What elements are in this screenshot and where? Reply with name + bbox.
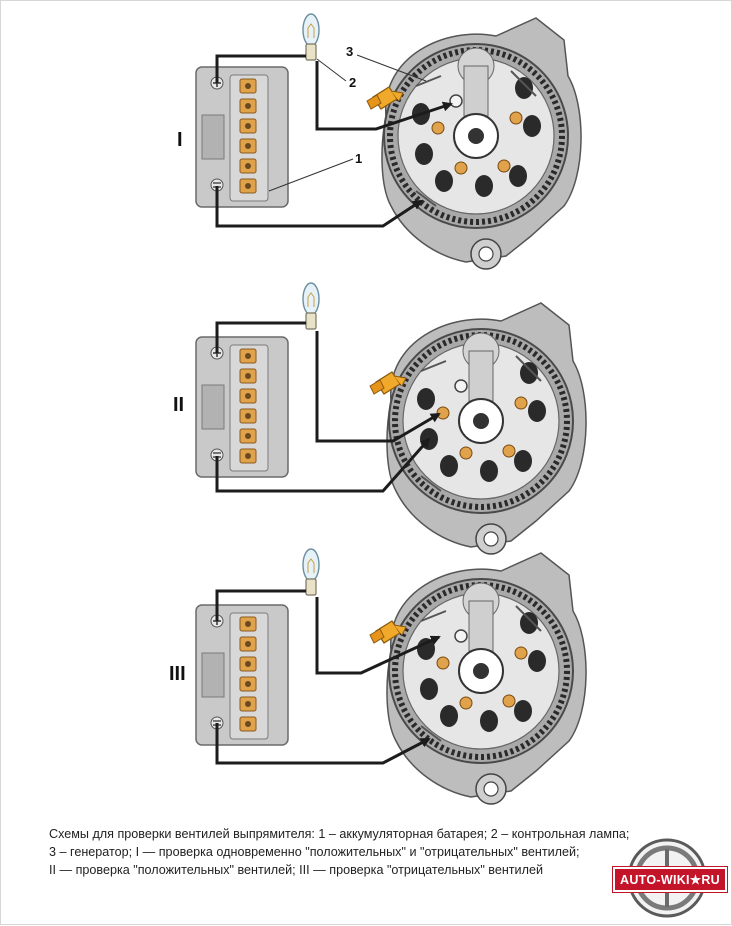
- caption-line-2: 3 – генератор; I — проверка одновременно…: [49, 845, 580, 859]
- battery-1: [195, 66, 289, 208]
- diagram-1: [195, 13, 581, 269]
- diagram-label-1: I: [177, 129, 183, 151]
- wire-lamp-to-generator-1: [315, 61, 453, 131]
- diagram-label-3: III: [169, 663, 186, 685]
- wire-lamp-to-generator-2: [315, 331, 441, 443]
- wire-battery-plus-2: [215, 321, 306, 353]
- diagram-2: [195, 282, 586, 554]
- generator-1: [382, 18, 581, 269]
- battery-3: [195, 604, 289, 746]
- wire-battery-minus-2: [215, 437, 431, 493]
- wire-lamp-to-generator-3: [315, 597, 441, 675]
- callout-lamp: 2: [349, 75, 357, 90]
- callout-generator: 3: [346, 44, 354, 59]
- generator-3: [387, 553, 586, 804]
- callout-battery: 1: [355, 151, 363, 166]
- brand-logo-text: AUTO-WIKI★RU: [613, 867, 727, 892]
- lamp-1: [302, 13, 320, 61]
- leader-generator: [356, 54, 427, 82]
- wire-battery-minus-1: [215, 186, 423, 228]
- diagram-label-2: II: [173, 394, 185, 416]
- leader-lamp: [316, 58, 347, 82]
- leader-battery: [268, 158, 354, 192]
- wire-battery-plus-3: [215, 589, 306, 621]
- caption-line-1: Схемы для проверки вентилей выпрямителя:…: [49, 827, 630, 841]
- caption-line-3: II — проверка "положительных" вентилей; …: [49, 863, 543, 877]
- diagram-3: [195, 548, 586, 804]
- wire-battery-plus-1: [215, 54, 306, 83]
- battery-2: [195, 336, 289, 478]
- lamp-3: [302, 548, 320, 596]
- figure-caption: Схемы для проверки вентилей выпрямителя:…: [49, 825, 689, 879]
- wire-battery-minus-3: [215, 723, 431, 765]
